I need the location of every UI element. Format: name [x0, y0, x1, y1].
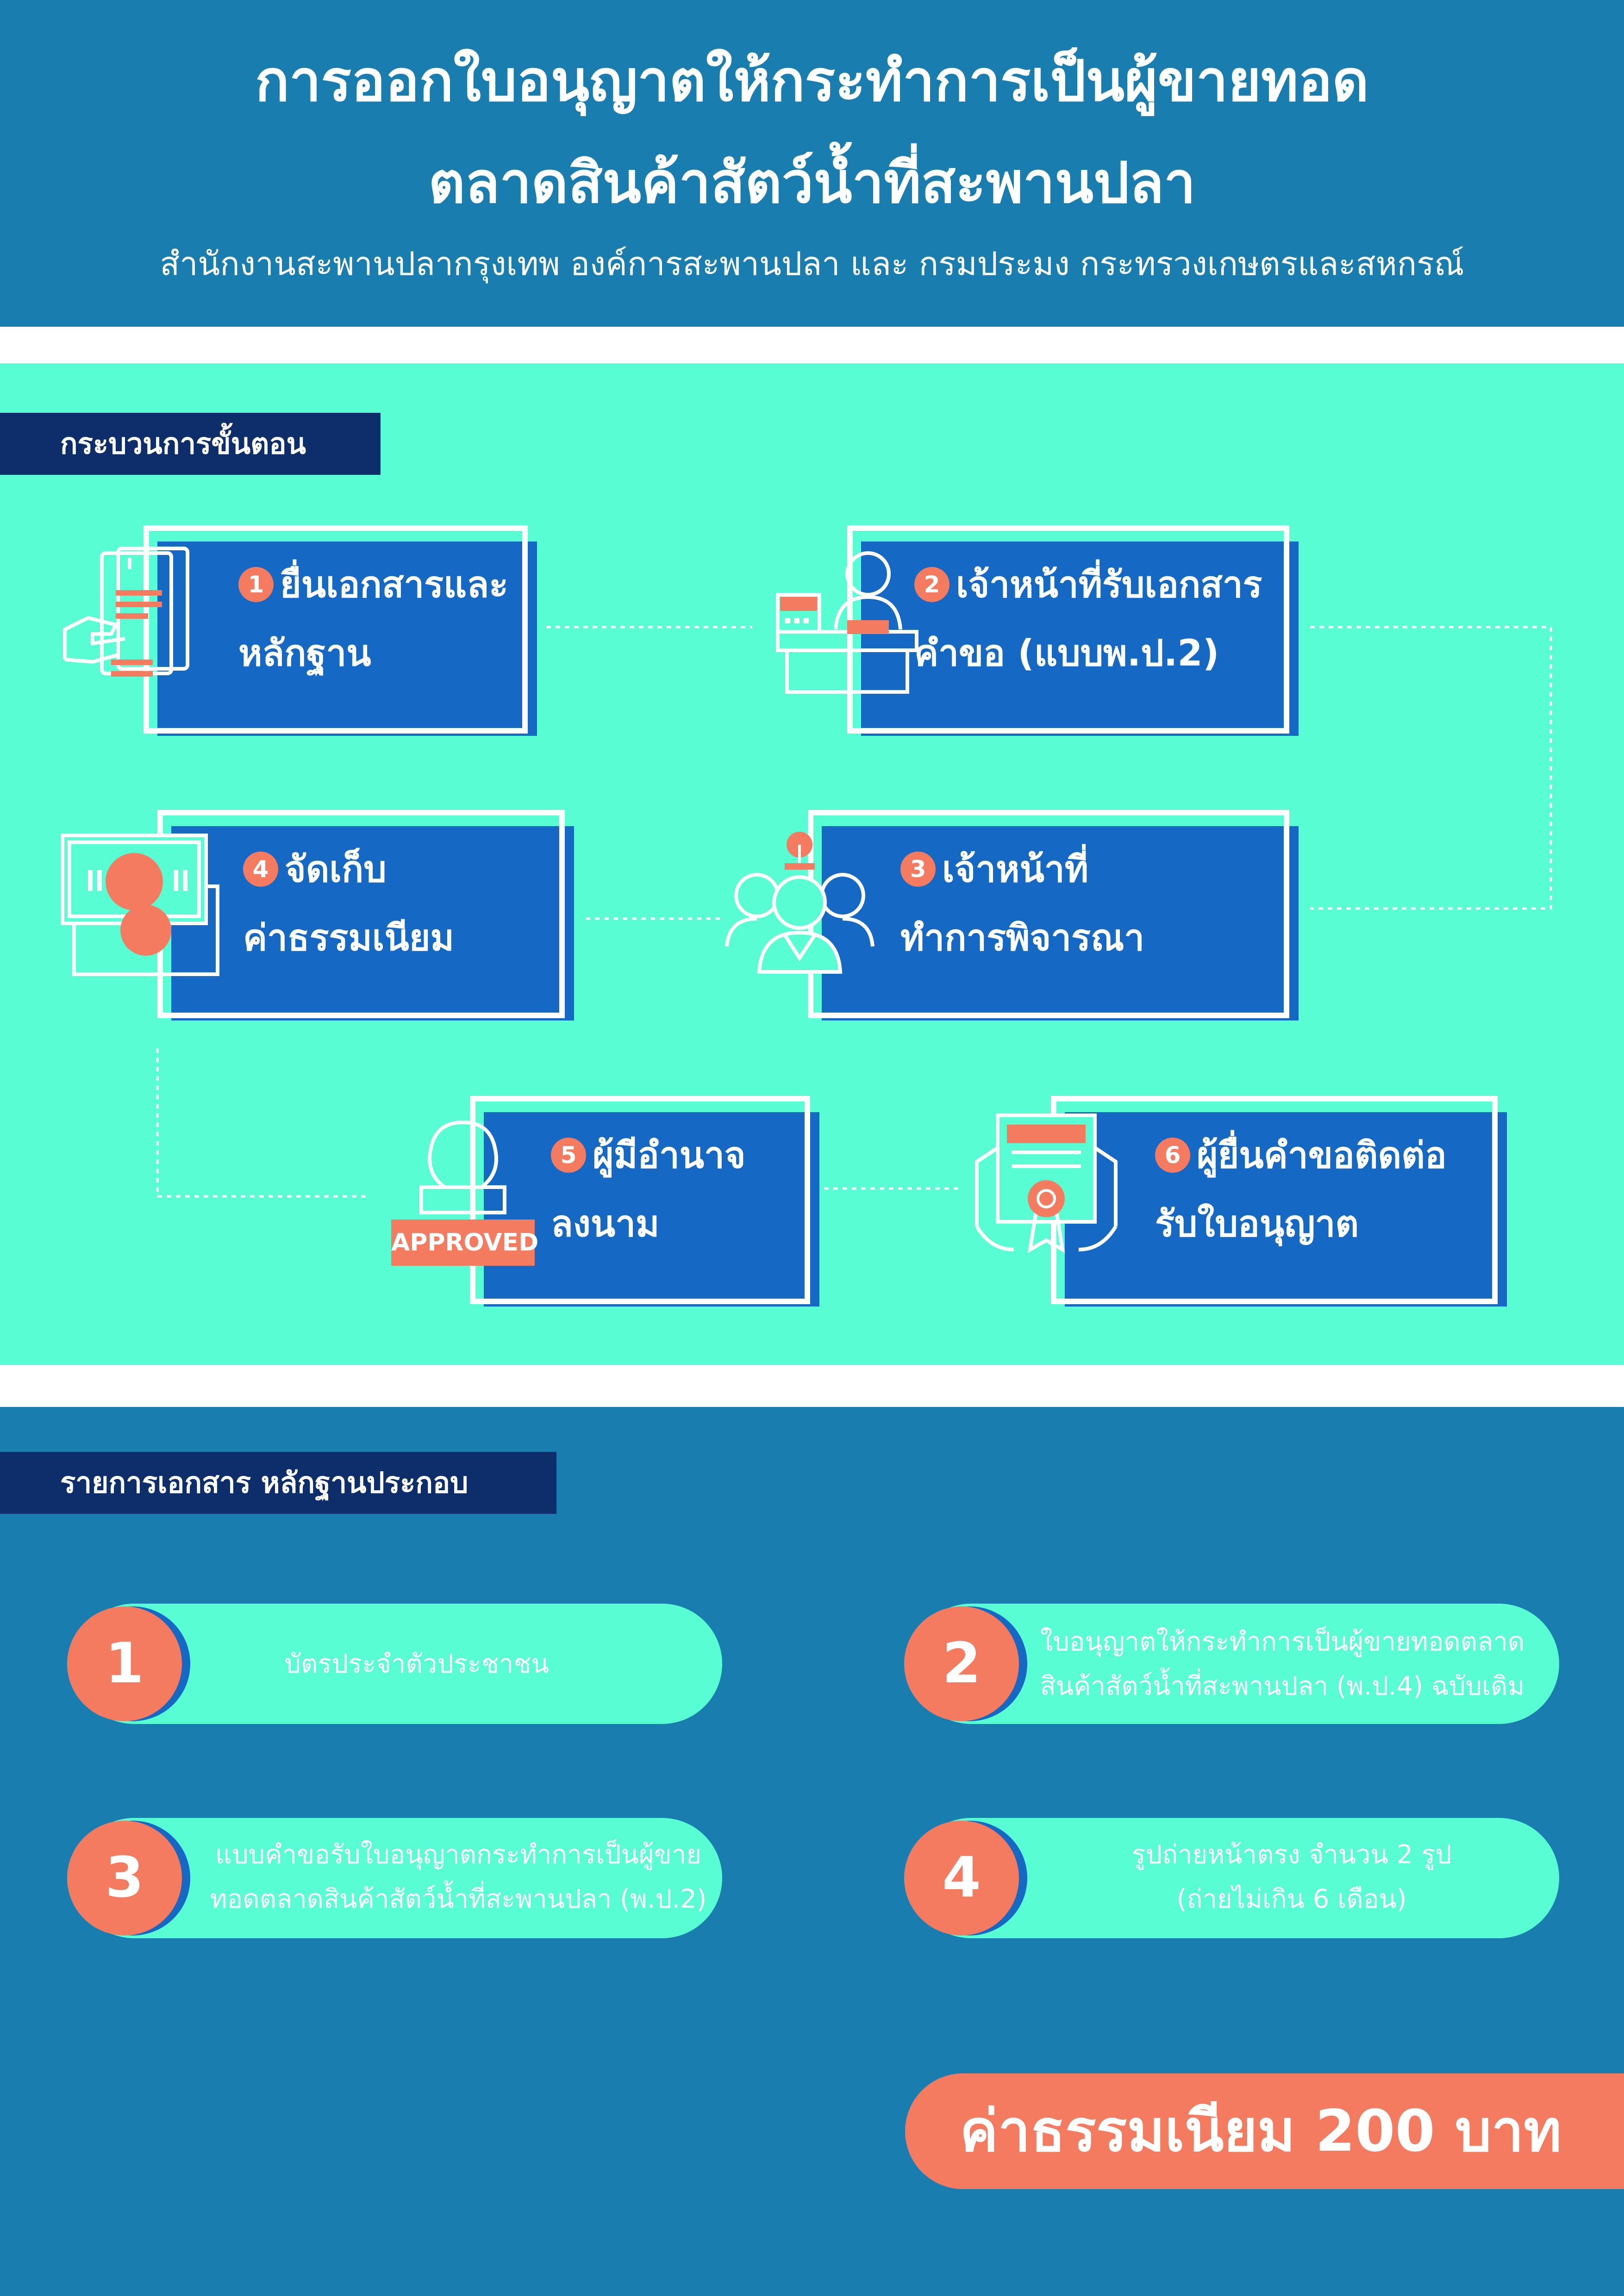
step-6-frame: [1051, 1096, 1498, 1304]
process-section-label: กระบวนการขั้นตอน: [0, 413, 381, 475]
document-hand-icon: [63, 547, 189, 677]
step-3-number: 3: [900, 851, 936, 887]
step-4-box: [171, 826, 574, 1020]
documents-section-label: รายการเอกสาร หลักฐานประกอบ: [0, 1452, 556, 1514]
document-3-line-1: แบบคำขอรับใบอนุญาตกระทำการเป็นผู้ขาย: [215, 1840, 702, 1870]
step-4-line-2: ค่าธรรมเนียม: [243, 917, 454, 959]
document-3-line-2: ทอดตลาดสินค้าสัตว์น้ำที่สะพานปลา (พ.ป.2): [210, 1884, 707, 1914]
step-1-box: [157, 541, 537, 736]
step-6-number: 6: [1155, 1137, 1190, 1173]
page-title-line-2: ตลาดสินค้าสัตว์น้ำที่สะพานปลา: [428, 150, 1196, 216]
step-3-frame: [808, 810, 1289, 1018]
document-1-text: บัตรประจำตัวประชาชน: [284, 1649, 549, 1679]
step-5-line-2: ลงนาม: [551, 1203, 660, 1245]
step-5-frame: [470, 1096, 810, 1304]
document-4-line-2: (ถ่ายไม่เกิน 6 เดือน): [1176, 1884, 1407, 1914]
step-2-number: 2: [914, 566, 949, 602]
connector-4-5: [156, 1048, 370, 1198]
document-4-pill: [911, 1818, 1559, 1938]
fee-banner: ค่าธรรมเนียม 200 บาท: [905, 2073, 1624, 2189]
document-3-text: แบบคำขอรับใบอนุญาตกระทำการเป็นผู้ขาย ทอด…: [194, 1833, 722, 1922]
document-2-number: 2: [904, 1606, 1019, 1721]
document-4-line-1: รูปถ่ายหน้าตรง จำนวน 2 รูป: [1131, 1840, 1452, 1870]
page-subtitle: สำนักงานสะพานปลากรุงเทพ องค์การสะพานปลา …: [160, 245, 1464, 283]
step-4-number: 4: [243, 851, 278, 887]
document-2-text: ใบอนุญาตให้กระทำการเป็นผู้ขายทอดตลาด สิน…: [1018, 1620, 1546, 1709]
step-5-box: [484, 1112, 819, 1307]
approved-label: APPROVED: [391, 1220, 538, 1266]
step-6-box: [1065, 1112, 1507, 1307]
step-1-label: ยื่นเอกสารและ: [280, 564, 509, 606]
step-1-line-2: หลักฐาน: [238, 633, 371, 674]
document-3-pill: [74, 1818, 722, 1938]
step-1-number: 1: [238, 566, 274, 602]
certificate-icon: [975, 1114, 1118, 1253]
step-2-frame: [847, 525, 1289, 734]
step-4-frame: [157, 810, 565, 1018]
page-title-line-1: การออกใบอนุญาตให้กระทำการเป็นผู้ขายทอด: [255, 48, 1369, 114]
document-2-line-2: สินค้าสัตว์น้ำที่สะพานปลา (พ.ป.4) ฉบับเด…: [1040, 1671, 1525, 1701]
step-4-label: จัดเก็บ: [285, 849, 387, 890]
officer-desk-icon: [776, 551, 918, 694]
step-2-label: เจ้าหน้าที่รับเอกสาร: [956, 564, 1262, 606]
step-6-label: ผู้ยื่นคำขอติดต่อ: [1197, 1135, 1447, 1176]
step-5-label: ผู้มีอำนาจ: [593, 1135, 746, 1176]
header: การออกใบอนุญาตให้กระทำการเป็นผู้ขายทอด ต…: [0, 0, 1624, 327]
team-review-icon: [725, 832, 874, 974]
document-2-pill: [911, 1604, 1559, 1724]
step-3-label: เจ้าหน้าที่: [942, 849, 1089, 890]
document-4-text: รูปถ่ายหน้าตรง จำนวน 2 รูป (ถ่ายไม่เกิน …: [1028, 1833, 1555, 1922]
document-3-number: 3: [67, 1821, 182, 1935]
document-1-pill: [74, 1604, 722, 1724]
step-3-box: [822, 826, 1299, 1020]
document-2-line-1: ใบอนุญาตให้กระทำการเป็นผู้ขายทอดตลาด: [1040, 1627, 1525, 1657]
step-3-line-2: ทำการพิจารณา: [900, 917, 1145, 959]
connector-2-3: [1310, 626, 1552, 910]
banknote-icon: [61, 834, 219, 976]
document-4-number: 4: [904, 1821, 1019, 1935]
stamp-handle-icon: [419, 1120, 506, 1214]
document-1-number: 1: [67, 1606, 182, 1721]
step-1-frame: [144, 525, 528, 734]
step-5-number: 5: [551, 1137, 586, 1173]
step-2-line-2: คำขอ (แบบพ.ป.2): [914, 633, 1219, 674]
approved-stamp-icon: APPROVED: [389, 1118, 538, 1275]
step-6-line-2: รับใบอนุญาต: [1155, 1203, 1359, 1245]
